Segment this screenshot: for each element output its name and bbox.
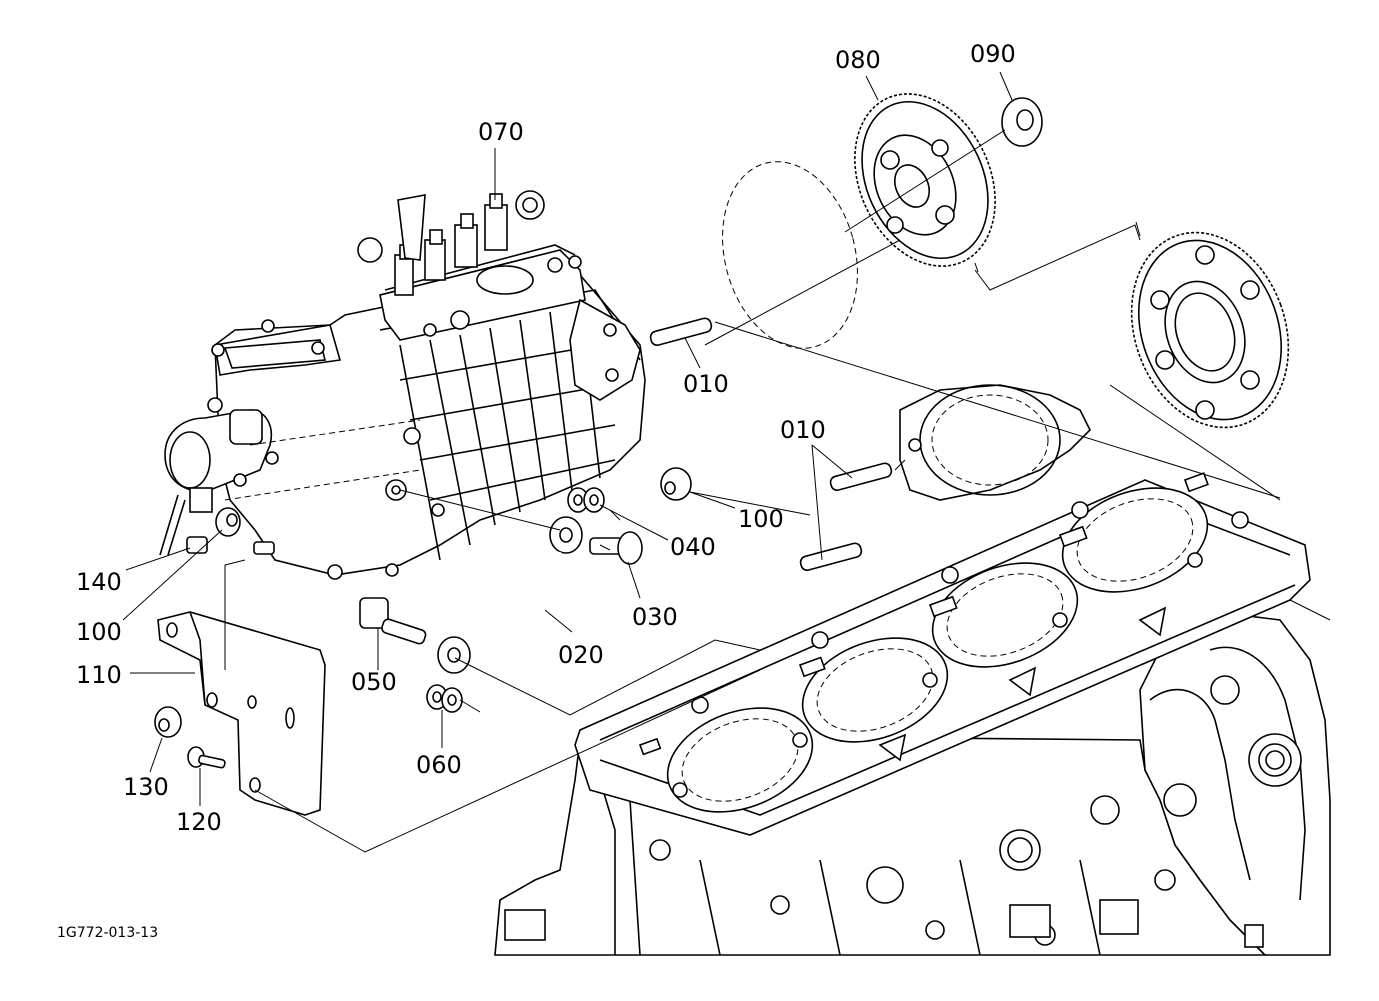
washer-040 — [567, 487, 605, 513]
bolt-030 — [589, 531, 643, 565]
callout-120: 120 — [176, 808, 222, 836]
gear-case — [899, 384, 1091, 501]
callout-100-right: 100 — [738, 505, 784, 533]
stud-010-low — [799, 542, 863, 571]
callout-050: 050 — [351, 668, 397, 696]
idler-gear-080 — [854, 93, 996, 267]
callout-110: 110 — [76, 661, 122, 689]
callout-labels: 070 080 090 010 010 100 040 030 020 050 … — [76, 40, 1016, 836]
fuel-pipe-020 — [437, 516, 583, 674]
pin-140 — [186, 536, 208, 554]
stud-small — [253, 541, 275, 555]
cylinder-head-gasket — [574, 472, 1311, 836]
callout-010-lower: 010 — [780, 416, 826, 444]
callout-020: 020 — [558, 641, 604, 669]
reference-lines — [224, 129, 1331, 853]
o-ring — [722, 161, 858, 349]
drawing-code: 1G772-013-13 — [57, 925, 158, 941]
callout-040: 040 — [670, 533, 716, 561]
nut-100-left — [215, 507, 241, 537]
callout-060: 060 — [416, 751, 462, 779]
injection-pump — [159, 190, 646, 580]
leader-lines — [122, 71, 1013, 806]
callout-100-left: 100 — [76, 618, 122, 646]
nut-130 — [154, 706, 182, 738]
callout-090: 090 — [970, 40, 1016, 68]
callout-070: 070 — [478, 118, 524, 146]
nut-090 — [1001, 97, 1043, 147]
washer-060 — [426, 684, 463, 713]
nut-100-right — [660, 467, 692, 501]
callout-030: 030 — [632, 603, 678, 631]
callout-080: 080 — [835, 46, 881, 74]
callout-130: 130 — [123, 773, 169, 801]
stud-010-upper — [649, 317, 713, 346]
bracket-110 — [157, 611, 326, 816]
callout-010-upper: 010 — [683, 370, 729, 398]
crank-gear — [1130, 231, 1290, 429]
banjo-bolt-050 — [359, 597, 427, 645]
bolt-120 — [187, 746, 226, 769]
callout-140: 140 — [76, 568, 122, 596]
stud-010-mid — [829, 462, 893, 491]
